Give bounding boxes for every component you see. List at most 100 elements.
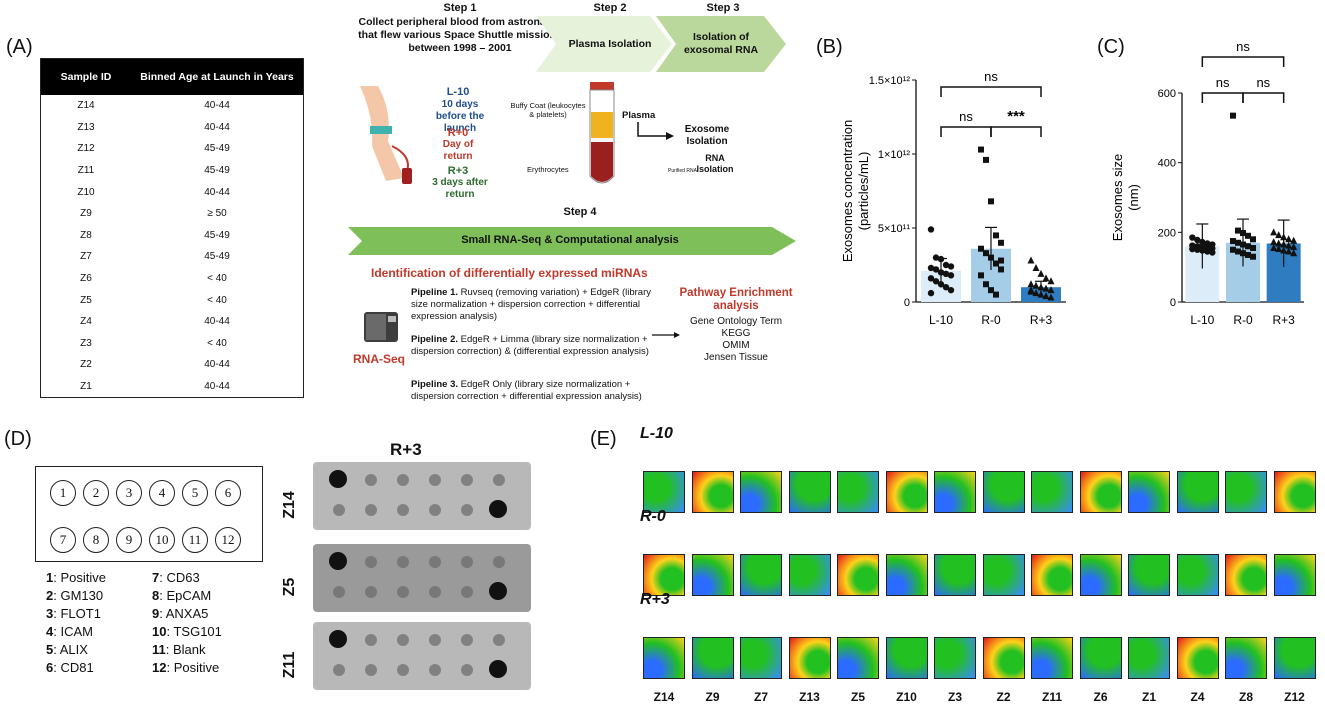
som-heatmap [934, 471, 976, 513]
som-heatmap [643, 554, 685, 596]
som-heatmap [643, 471, 685, 513]
blot-dot [429, 664, 441, 676]
data-point [1275, 245, 1283, 253]
pipeline-3: Pipeline 3. EdgeR Only (library size nor… [411, 379, 651, 403]
sample-id-cell: Z4 [80, 316, 92, 328]
data-point [1032, 289, 1040, 297]
legend-item: 11: Blank [152, 642, 206, 657]
som-heatmap [837, 554, 879, 596]
heatmap-sample-label: Z9 [705, 690, 720, 704]
blot-dot [365, 474, 377, 486]
legend-number: 4 [46, 624, 54, 639]
dot-position-circle: 3 [116, 480, 142, 506]
heatmap-sample-label: Z11 [1041, 690, 1062, 704]
legend-item: 1: Positive [46, 570, 106, 585]
legend-item: 5: ALIX [46, 642, 88, 657]
blot-dot [365, 504, 377, 516]
som-heatmap [740, 637, 782, 679]
data-point [1285, 247, 1293, 255]
data-point [1290, 236, 1298, 244]
data-point [1250, 253, 1256, 260]
age-cell: < 40 [207, 294, 227, 306]
y-tick-label: 400 [1158, 158, 1176, 170]
blot-sample-label: Z5 [281, 577, 298, 597]
y-tick-label: 5×10¹¹ [878, 223, 910, 235]
plasma-label: Plasma [622, 110, 656, 121]
som-heatmap [885, 554, 928, 596]
blot-dot [461, 504, 473, 516]
sample-id-cell: Z7 [80, 251, 92, 263]
significance-bracket [1201, 56, 1285, 67]
data-point [1027, 280, 1035, 288]
data-point [998, 257, 1004, 264]
sample-id-cell: Z5 [80, 294, 92, 306]
dot-position-circle: 6 [215, 480, 241, 506]
som-heatmap [982, 471, 1025, 513]
som-heatmap [691, 637, 734, 679]
blot-dot [429, 586, 441, 598]
dot-position-circle: 10 [149, 527, 175, 553]
data-point [1189, 234, 1196, 241]
age-cell: 40-44 [204, 359, 230, 371]
blot-dot [333, 664, 345, 676]
data-point [932, 278, 940, 285]
process-arrow [637, 122, 674, 140]
blot-dot [461, 474, 473, 486]
heatmap-sample-label: Z8 [1238, 690, 1253, 704]
blot-dot [397, 556, 409, 568]
blot-dot [397, 586, 409, 598]
data-point [932, 254, 940, 261]
table-header: Sample ID Binned Age at Launch in Years [41, 59, 303, 95]
blot-dot [489, 582, 507, 600]
data-point [1270, 238, 1278, 246]
legend-antibody: ANXA5 [165, 606, 209, 621]
blood-tube [589, 82, 615, 184]
data-point [988, 198, 994, 205]
data-point [1027, 286, 1035, 294]
som-heatmap [1128, 637, 1170, 679]
data-point [978, 272, 984, 279]
data-point [947, 263, 955, 270]
sample-id-cell: Z12 [77, 143, 95, 155]
data-point [1204, 248, 1211, 255]
legend-number: 12 [152, 660, 167, 675]
step4-text: Small RNA-Seq & Computational analysis [461, 234, 679, 246]
legend-number: 1 [46, 570, 54, 585]
data-point [1290, 242, 1298, 250]
panel-label-a: (A) [6, 36, 33, 58]
som-heatmap [837, 637, 879, 679]
r0-label: R+0 [447, 127, 469, 139]
blot-strip [313, 462, 531, 530]
som-heatmap [1225, 637, 1267, 679]
som-heatmap [740, 554, 782, 596]
significance-label: ns [984, 69, 998, 84]
som-heatmap [934, 637, 976, 679]
legend-number: 2 [46, 588, 54, 603]
significance-bracket [940, 126, 992, 137]
data-point [993, 260, 999, 267]
x-tick-label: L-10 [929, 313, 953, 327]
dot-position-circle: 7 [50, 527, 76, 553]
blot-dot [493, 634, 505, 646]
step3-text: Isolation of exosomal RNA [683, 31, 759, 56]
pipeline-3-title: Pipeline 3. [411, 379, 458, 390]
pipeline-2-title: Pipeline 2. [411, 334, 458, 345]
table-row: Z5 < 40 [41, 289, 303, 311]
pathway-item: KEGG [721, 328, 751, 339]
som-heatmap [837, 471, 879, 513]
data-point [1230, 112, 1236, 119]
step1-title: Step 1 [443, 2, 477, 14]
som-heatmap [885, 471, 928, 513]
data-point [1270, 228, 1278, 236]
data-point [1280, 240, 1288, 248]
x-tick-label: L-10 [1190, 313, 1214, 327]
y-axis-label: Exosomes size(nm) [1110, 154, 1141, 241]
data-point [1240, 230, 1246, 237]
legend-antibody: Blank [172, 642, 206, 657]
som-heatmap [982, 637, 1025, 679]
legend-item: 4: ICAM [46, 624, 93, 639]
legend-item: 12: Positive [152, 660, 220, 675]
